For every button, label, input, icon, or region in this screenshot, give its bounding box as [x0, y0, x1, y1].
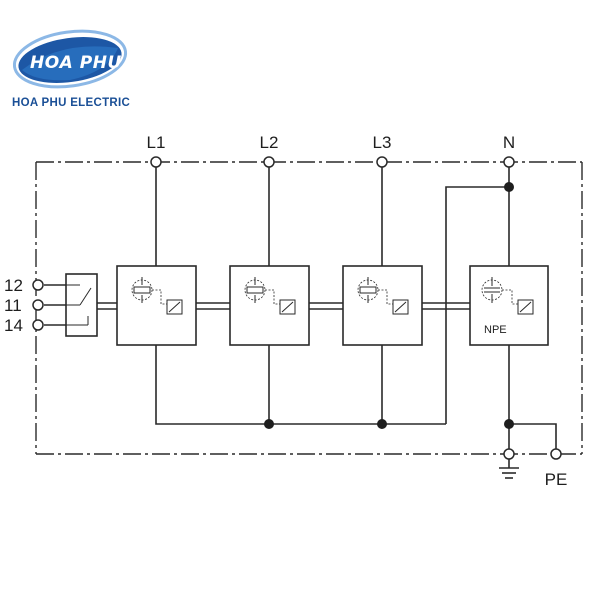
terminal-label-n: N — [503, 133, 515, 152]
module-l2 — [229, 265, 310, 346]
company-logo: HOA PHU — [12, 29, 128, 89]
terminal-label-l1: L1 — [147, 133, 166, 152]
wiring — [44, 166, 557, 458]
relay-switch-icon — [65, 273, 98, 337]
module-l3 — [342, 265, 423, 346]
logo-mark-text: HOA PHU — [30, 53, 122, 73]
relay-contact-14: 14 — [4, 316, 23, 335]
npe-module-label: NPE — [484, 324, 507, 336]
relay-contact-11: 11 — [4, 296, 22, 315]
terminal-label-l2: L2 — [260, 133, 279, 152]
module-l1 — [116, 265, 197, 346]
company-name: HOA PHU ELECTRIC — [12, 97, 130, 109]
terminal-label-pe: PE — [545, 470, 568, 489]
junction-dots — [264, 182, 514, 429]
relay-contact-12: 12 — [4, 276, 23, 295]
module-npe: NPE — [469, 265, 549, 346]
terminal-label-l3: L3 — [373, 133, 392, 152]
earth-ground-icon — [499, 459, 519, 479]
terminals — [32, 156, 562, 460]
varistor-icon — [133, 286, 151, 294]
